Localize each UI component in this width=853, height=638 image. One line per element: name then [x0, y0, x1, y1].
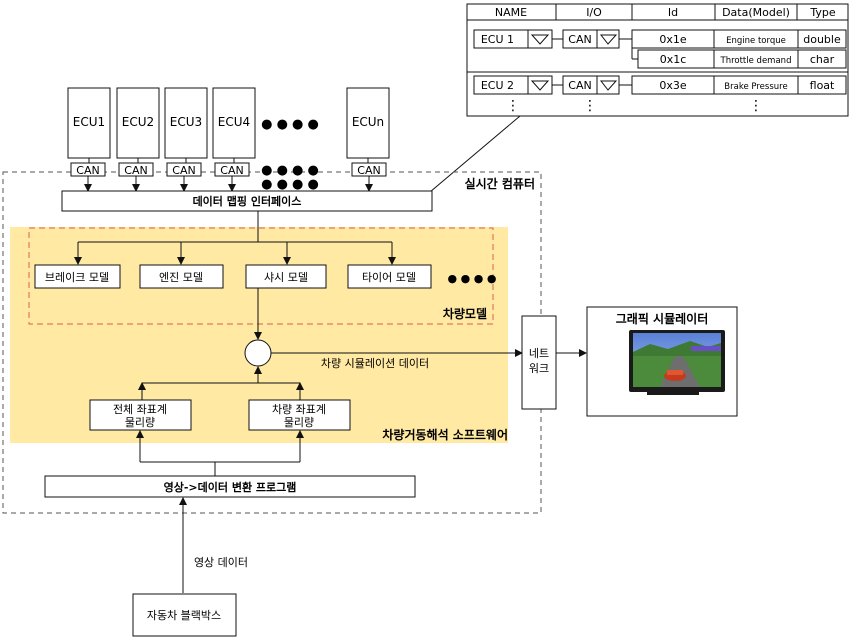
realtime-computer-label: 실시간 컴퓨터	[465, 176, 535, 191]
chassis-model-box	[245, 264, 327, 289]
vehicle-model-label: 차량모델	[443, 306, 487, 321]
io1-select-label: CAN	[568, 33, 591, 46]
sim-data-label: 차량 시뮬레이션 데이터	[321, 357, 429, 370]
brake-model-box	[34, 264, 121, 289]
software-label: 차량거동해석 소프트웨어	[382, 427, 508, 442]
ecu-2: ECU2	[122, 115, 154, 129]
table-ellipsis: ⋮	[506, 98, 520, 114]
blackbox-box	[132, 593, 237, 637]
row1-id: 0x1e	[659, 33, 687, 46]
ecu-3: ECU3	[170, 115, 202, 129]
row2-data: Throttle demand	[720, 56, 792, 66]
chevron-down-icon	[599, 34, 618, 45]
tire-model-box	[347, 264, 432, 289]
graphic-simulator-label: 그래픽 시뮬레이터	[616, 311, 709, 326]
blackbox-label: 자동차 블랙박스	[147, 609, 221, 622]
converter-box	[44, 475, 416, 498]
ecu-group: ECU1 ECU2 ECU3 ECU4 ECUn ● ● ● ● CAN CAN…	[67, 87, 390, 192]
table-ellipsis: ⋮	[583, 98, 597, 114]
tire-model-label: 타이어 모델	[362, 271, 416, 284]
table-connector	[429, 115, 521, 193]
row1-data: Engine torque	[726, 36, 786, 46]
chevron-down-icon	[599, 80, 618, 91]
row2-id: 0x1c	[660, 53, 687, 66]
converter-label: 영상->데이터 변환 프로그램	[164, 480, 297, 494]
ecu-n: ECUn	[352, 115, 384, 129]
row3-type: float	[810, 79, 835, 92]
row1-type: double	[803, 33, 841, 46]
ecu-4: ECU4	[218, 115, 250, 129]
can-n: CAN	[357, 164, 380, 177]
can-4: CAN	[220, 164, 243, 177]
table-header-data: Data(Model)	[722, 6, 790, 19]
vehicle-model-boundary	[28, 227, 494, 325]
ecu-dots: ● ● ● ●	[261, 117, 319, 132]
chevron-down-icon	[530, 34, 550, 45]
mapping-interface-box	[61, 190, 433, 212]
video-data-label: 영상 데이터	[194, 556, 248, 569]
can-1: CAN	[76, 164, 99, 177]
realtime-computer-boundary	[2, 171, 542, 514]
row3-id: 0x3e	[659, 79, 687, 92]
table-ellipsis: ⋮	[749, 98, 763, 114]
vehicle-coord-label: 차량 좌표계	[272, 403, 326, 416]
signal-table: NAME I/O Id Data(Model) Type ECU 1 CAN 0…	[466, 3, 849, 117]
can-3: CAN	[172, 164, 195, 177]
mapping-interface-label: 데이터 맵핑 인터페이스	[193, 194, 302, 208]
table-header-io: I/O	[586, 6, 602, 19]
chassis-model-label: 샤시 모델	[264, 271, 308, 284]
ecu2-select-label: ECU 2	[481, 79, 514, 92]
ecu-1: ECU1	[73, 115, 105, 129]
table-header-id: Id	[668, 6, 678, 19]
global-coord-label: 전체 좌표계	[113, 403, 167, 416]
table-header-name: NAME	[495, 6, 527, 19]
engine-model-label: 엔진 모델	[159, 271, 203, 284]
model-dots: ● ● ● ●	[448, 272, 497, 285]
global-coord-sub: 물리량	[125, 416, 155, 429]
brake-model-label: 브레이크 모델	[45, 271, 109, 284]
monitor-icon	[629, 330, 725, 395]
network-box	[521, 315, 557, 410]
can-dots: ● ● ● ●	[261, 177, 319, 192]
row3-data: Brake Pressure	[724, 82, 787, 92]
can-2: CAN	[124, 164, 147, 177]
can-dots: ● ● ● ●	[261, 163, 319, 178]
engine-model-box	[139, 264, 224, 289]
vehicle-coord-sub: 물리량	[284, 416, 314, 429]
summing-node	[244, 339, 272, 367]
chevron-down-icon	[530, 80, 550, 91]
table-header-type: Type	[809, 6, 835, 19]
network-label-2: 워크	[529, 362, 549, 375]
io2-select-label: CAN	[568, 79, 591, 92]
row2-type: char	[810, 53, 835, 66]
network-label-1: 네트	[529, 347, 549, 360]
ecu1-select-label: ECU 1	[481, 33, 514, 46]
